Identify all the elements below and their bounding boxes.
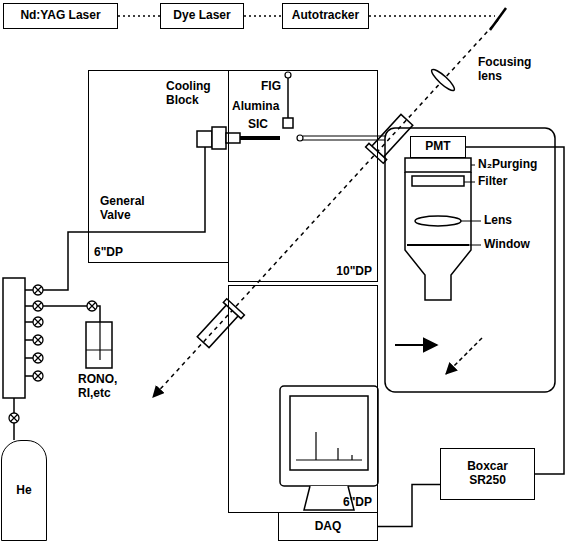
part-label: General Valve [100, 195, 172, 223]
connector [466, 147, 564, 474]
gauge-body [283, 118, 293, 128]
valve [87, 301, 97, 311]
lens [415, 216, 461, 226]
valve [9, 413, 19, 423]
window-flange [366, 112, 416, 164]
part-label: N₂Purging [478, 158, 537, 172]
valve [35, 287, 42, 294]
collection-tube [303, 139, 385, 140]
detector-body [405, 172, 471, 300]
node-text: He [16, 484, 31, 498]
node-text: 10"DP [336, 265, 372, 279]
node-text: PMT [425, 140, 450, 154]
window-flange [194, 299, 244, 351]
leader-line [469, 245, 481, 246]
part-label: Cooling Block [166, 80, 218, 108]
gas-line [25, 321, 33, 323]
collection-tube [303, 135, 385, 136]
monitor-screen [290, 396, 368, 470]
connector [378, 484, 440, 526]
gas-manifold [3, 278, 25, 398]
pump-chamber: 6"DP [228, 285, 378, 513]
sample-bottle [86, 322, 112, 368]
valve [11, 415, 18, 422]
valve [33, 301, 43, 311]
gas-line [25, 339, 33, 341]
valve [33, 285, 43, 295]
node-text: Autotracker [292, 9, 359, 23]
node-text: 6"DP [343, 496, 372, 510]
purge-housing [405, 158, 471, 172]
filter [412, 176, 464, 186]
pump-chamber: 6"DP [88, 70, 229, 263]
gas-line [25, 289, 33, 291]
part-label: Window [484, 238, 530, 252]
part-label: Alumina [232, 100, 279, 114]
focusing-lens [429, 67, 457, 93]
sic-tube [240, 136, 280, 140]
laser-direction-arrow [446, 338, 482, 374]
node-text: Nd:YAG Laser [20, 9, 100, 23]
valve [89, 303, 96, 310]
sample-label: RONO, RI,etc [78, 373, 138, 401]
laser-box: Dye Laser [160, 3, 244, 29]
detector-inset [385, 128, 555, 392]
connector [118, 15, 160, 17]
monitor [280, 386, 378, 486]
boxcar-box: Boxcar SR250 [440, 448, 535, 500]
node-text: DAQ [315, 520, 342, 534]
spectrum-trace [296, 432, 362, 460]
valve [33, 317, 43, 327]
pmt-box: PMT [410, 136, 466, 158]
valve [35, 355, 42, 362]
daq-box: DAQ [278, 512, 378, 541]
part-label: Lens [484, 214, 512, 228]
laser-beam [369, 15, 495, 17]
liquid-level [86, 350, 112, 351]
gas-line [43, 147, 205, 290]
gas-line [25, 375, 33, 377]
laser-box: Nd:YAG Laser [3, 3, 118, 29]
gas-line [25, 357, 33, 359]
valve [35, 319, 42, 326]
mirror [490, 8, 506, 30]
gas-cylinder: He [1, 440, 47, 541]
cooling-block [212, 127, 226, 149]
collection-aperture [297, 135, 303, 141]
gas-line [25, 305, 33, 307]
valve [35, 337, 42, 344]
gauge-stem [287, 78, 289, 118]
part-label: SIC [248, 118, 268, 132]
valve [33, 353, 43, 363]
part-label: Filter [478, 175, 507, 189]
valve [33, 371, 43, 381]
dip-tube [99, 322, 100, 360]
general-valve [197, 131, 212, 147]
tracker-box: Autotracker [282, 3, 369, 29]
part-label: FIG [261, 80, 281, 94]
leader-line [471, 165, 475, 166]
connector [244, 15, 282, 17]
leader-line [461, 221, 481, 222]
node-text: 6"DP [94, 246, 123, 260]
node-text: Dye Laser [173, 9, 230, 23]
node-text: Boxcar SR250 [455, 460, 521, 488]
valve [35, 303, 42, 310]
leader-line [464, 182, 475, 183]
window [407, 244, 469, 246]
valve [33, 335, 43, 345]
gauge-head [285, 72, 291, 78]
valve [35, 373, 42, 380]
part-label: Focusing lens [478, 56, 550, 84]
valve-row [25, 285, 43, 381]
molecular-beam-arrow [395, 344, 437, 346]
